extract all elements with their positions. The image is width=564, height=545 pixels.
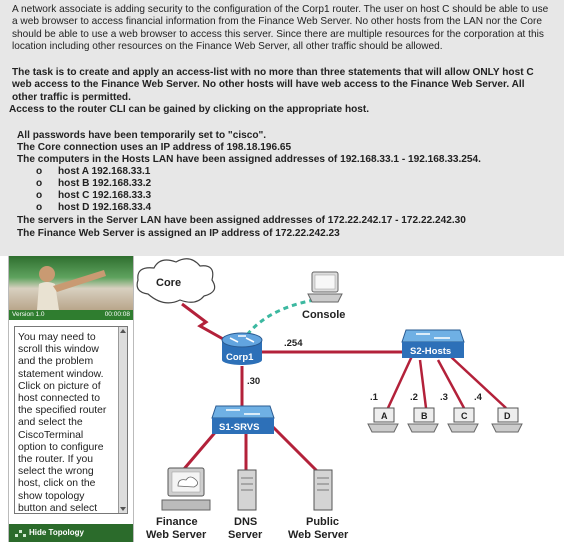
help-window[interactable]: You may need to scroll this window and t…: [14, 326, 128, 514]
version-label: Version 1.0: [12, 311, 45, 318]
hosts-lan-note: The computers in the Hosts LAN have been…: [17, 154, 481, 165]
public-web-server-icon[interactable]: [313, 469, 333, 511]
cli-access-note: Access to the router CLI can be gained b…: [9, 104, 370, 115]
finance-web-server-icon[interactable]: [161, 467, 211, 511]
console-pc-icon[interactable]: [307, 271, 343, 303]
version-bar: Version 1.0 00:00:08: [9, 310, 133, 320]
left-panel: Version 1.0 00:00:08 You may need to scr…: [8, 256, 134, 542]
link-core-corp1: [181, 302, 233, 346]
host-d-icon[interactable]: [491, 407, 523, 433]
task-statement: The task is to create and apply an acces…: [12, 67, 534, 103]
public-label-line2: Web Server: [288, 529, 349, 541]
public-label-line1: Public: [306, 516, 339, 528]
s2-hosts-switch-icon[interactable]: [401, 329, 465, 358]
host-d-ip: .4: [474, 392, 483, 403]
dns-label-line1: DNS: [234, 516, 257, 528]
problem-description: A network associate is adding security t…: [12, 4, 549, 53]
servers-lan-note: The servers in the Server LAN have been …: [17, 215, 466, 226]
core-label: Core: [156, 277, 181, 289]
console-label: Console: [302, 309, 345, 321]
host-a-label: A: [381, 411, 388, 421]
corp1-ip-down: .30: [247, 376, 260, 387]
host-c-ip: .3: [440, 392, 448, 403]
core-ip-note: The Core connection uses an IP address o…: [17, 142, 292, 153]
host-c-label: C: [461, 411, 468, 421]
link-s1-public: [266, 420, 324, 478]
host-b-ip: .2: [410, 392, 418, 403]
link-console-corp1: [240, 298, 315, 343]
core-cloud-icon: [136, 258, 216, 304]
link-s2-host-c: [436, 359, 466, 409]
host-d-label: D: [504, 411, 511, 421]
hide-topology-label: Hide Topology: [29, 528, 84, 537]
s2-hosts-label: S2-Hosts: [410, 346, 451, 357]
hide-topology-button[interactable]: Hide Topology: [9, 524, 133, 542]
host-a-icon[interactable]: [367, 407, 399, 433]
finance-label-line1: Finance: [156, 516, 198, 528]
finance-ip-note: The Finance Web Server is assigned an IP…: [17, 228, 340, 239]
timer: 00:00:08: [104, 311, 130, 318]
host-a-ip: .1: [370, 392, 379, 403]
host-b-icon[interactable]: [407, 407, 439, 433]
problem-statement-window[interactable]: A network associate is adding security t…: [0, 0, 564, 256]
instructor-video: [9, 256, 133, 310]
corp1-ip-right: .254: [284, 338, 303, 349]
hide-topology-icon: [15, 524, 27, 542]
s1-srvs-switch-icon[interactable]: [211, 405, 275, 434]
network-topology: Core Console Corp1 .254 .30 S2-Hosts S1-…: [136, 258, 523, 541]
link-s2-host-a: [386, 355, 414, 409]
dns-server-icon[interactable]: [237, 469, 257, 511]
s1-srvs-label: S1-SRVS: [219, 422, 259, 433]
instructor-figure-icon: [37, 266, 106, 310]
link-s2-host-b: [418, 359, 428, 409]
dns-label-line2: Server: [228, 529, 263, 541]
help-scrollbar[interactable]: [118, 327, 127, 513]
host-b-label: B: [421, 411, 428, 421]
finance-label-line2: Web Server: [146, 529, 207, 541]
password-note: All passwords have been temporarily set …: [17, 130, 267, 141]
link-s2-host-d: [449, 355, 507, 409]
help-text: You may need to scroll this window and t…: [18, 332, 107, 514]
host-c-icon[interactable]: [447, 407, 479, 433]
corp1-label: Corp1: [226, 352, 254, 363]
corp1-router-icon[interactable]: [221, 332, 263, 365]
